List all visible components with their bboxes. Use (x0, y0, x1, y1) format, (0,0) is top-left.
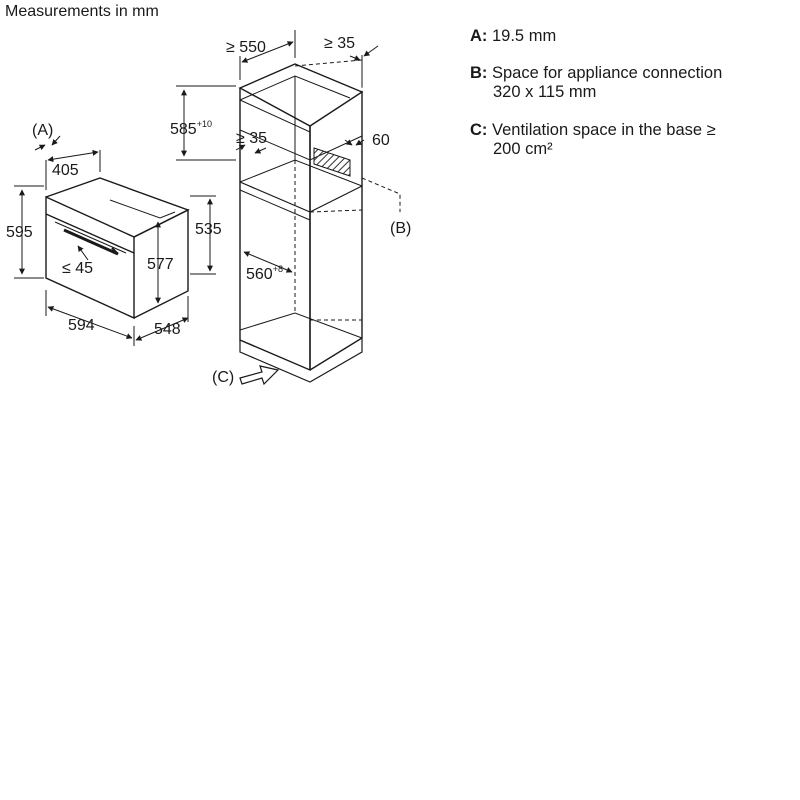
legend-key: B: (470, 64, 488, 82)
oven-appliance (45, 177, 190, 320)
legend-item-c: C:Ventilation space in the base ≥ 200 cm… (470, 121, 716, 159)
legend-cont: 200 cm² (493, 140, 553, 158)
dim-oven-depth-side: 535 (195, 221, 222, 238)
page-title: Measurements in mm (5, 3, 159, 20)
connection-space-hatch (313, 147, 351, 177)
dim-niche-width: 560+8 (246, 264, 283, 283)
legend-text: 19.5 mm (492, 27, 557, 45)
label-A: (A) (32, 122, 53, 139)
dim-front-height: 577 (147, 256, 174, 273)
dim-oven-depth: 548 (154, 321, 181, 338)
legend-item-a: A:19.5 mm (470, 27, 556, 46)
legend-text: Ventilation space in the base ≥ (492, 121, 716, 139)
oven-dimension-lines (14, 135, 216, 346)
dim-side-60: 60 (372, 132, 390, 149)
dim-oven-depth-top: 405 (52, 162, 79, 179)
dim-oven-width: 594 (68, 317, 95, 334)
dim-niche-height: 585+10 (170, 119, 212, 138)
cabinet-hidden-lines (294, 59, 401, 321)
dim-ventilation-gap: ≥ 35 (236, 130, 267, 147)
legend-cont: 320 x 115 mm (493, 83, 597, 101)
label-C: (C) (212, 369, 234, 386)
legend-text: Space for appliance connection (492, 64, 723, 82)
dim-niche-depth: ≥ 550 (226, 39, 266, 56)
label-B: (B) (390, 220, 411, 237)
dim-back-gap: ≥ 35 (324, 35, 355, 52)
tall-cabinet (238, 63, 364, 383)
legend-item-b: B:Space for appliance connection 320 x 1… (470, 64, 722, 102)
dim-oven-height: 595 (6, 224, 33, 241)
legend-key: A: (470, 27, 488, 45)
cabinet-dimension-lines (176, 30, 379, 386)
legend-key: C: (470, 121, 488, 139)
dim-handle: ≤ 45 (62, 260, 93, 277)
